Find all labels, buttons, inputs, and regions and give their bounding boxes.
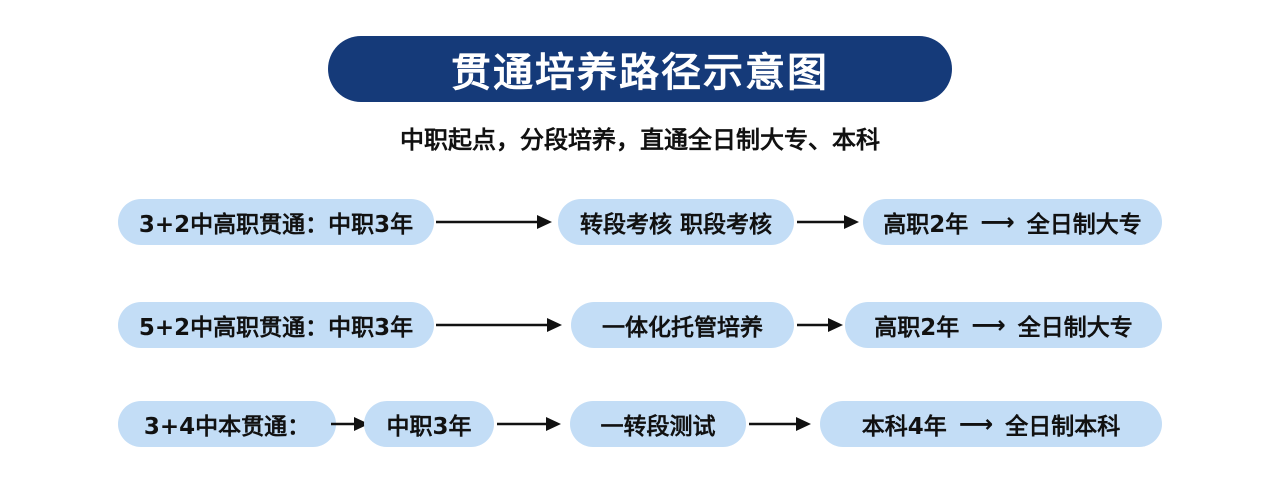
row2-arrow-2 <box>797 315 843 335</box>
row3-inner-arrow: ⟶ <box>958 410 994 438</box>
row3-start-pill: 3+4中本贯通： <box>118 401 336 447</box>
row1-start-pill: 3+2中高职贯通：中职3年 <box>118 199 434 245</box>
row3-step-label: 中职3年 <box>386 414 472 440</box>
row3-step-pill: 中职3年 <box>364 401 494 447</box>
row2-end-b: 全日制大专 <box>1017 315 1133 341</box>
row3-mid-label: 一转段测试 <box>600 414 716 440</box>
row1-mid-pill: 转段考核 职段考核 <box>558 199 794 245</box>
row2-mid-label: 一体化托管培养 <box>602 315 763 341</box>
row3-arrow-1 <box>331 414 369 434</box>
row1-start-label: 3+2中高职贯通：中职3年 <box>138 212 414 238</box>
row3-start-label: 3+4中本贯通： <box>143 414 311 440</box>
row2-start-label: 5+2中高职贯通：中职3年 <box>138 315 414 341</box>
row3-arrow-2 <box>497 414 561 434</box>
diagram-subtitle: 中职起点，分段培养，直通全日制大专、本科 <box>400 126 880 154</box>
row2-end-a: 高职2年 <box>874 315 960 341</box>
row1-inner-arrow: ⟶ <box>980 208 1015 236</box>
row1-arrow-1 <box>436 212 552 232</box>
row1-end-pill: 高职2年 ⟶ 全日制大专 <box>863 199 1162 245</box>
row3-end-b: 全日制本科 <box>1005 414 1121 440</box>
diagram-title: 贯通培养路径示意图 <box>451 50 829 96</box>
row2-start-pill: 5+2中高职贯通：中职3年 <box>118 302 434 348</box>
row1-mid-label: 转段考核 职段考核 <box>579 212 772 238</box>
row1-end-b: 全日制大专 <box>1026 212 1142 238</box>
row2-mid-pill: 一体化托管培养 <box>571 302 794 348</box>
row2-inner-arrow: ⟶ <box>971 311 1006 339</box>
row1-end-a: 高职2年 <box>883 212 969 238</box>
row3-arrow-3 <box>749 414 811 434</box>
row1-arrow-2 <box>797 212 859 232</box>
row3-end-pill: 本科4年 ⟶ 全日制本科 <box>820 401 1162 447</box>
row3-end-a: 本科4年 <box>861 414 947 440</box>
row3-mid-pill: 一转段测试 <box>570 401 746 447</box>
title-banner: 贯通培养路径示意图 <box>328 36 952 102</box>
row2-end-pill: 高职2年 ⟶ 全日制大专 <box>845 302 1162 348</box>
row2-arrow-1 <box>436 315 562 335</box>
